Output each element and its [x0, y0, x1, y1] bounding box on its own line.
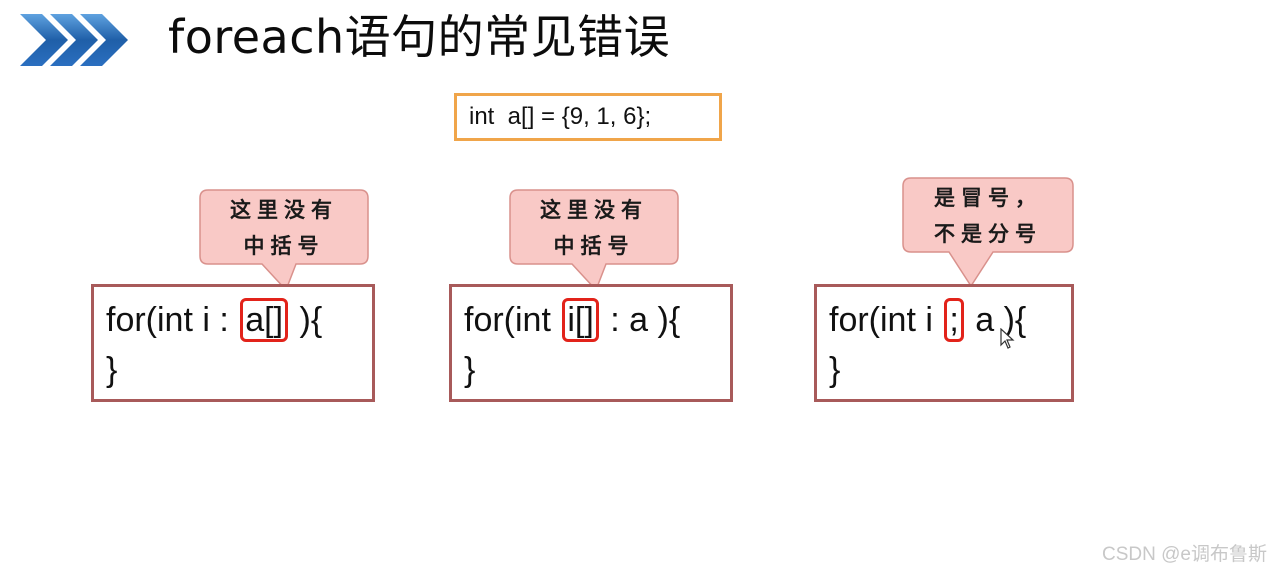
callout-line: 中括号 — [553, 233, 635, 258]
code-text: for(int i — [829, 301, 943, 339]
watermark: CSDN @e调布鲁斯 — [1102, 544, 1267, 565]
callout-bubble: 这里没有 中括号 — [199, 189, 369, 292]
code-line: for(int i[] : a ){ — [464, 295, 730, 345]
callout-line: 不是分号 — [934, 221, 1042, 246]
code-line: for(int i ; a ){ — [829, 295, 1071, 345]
callout-line: 这里没有 — [540, 197, 648, 222]
code-line: for(int i : a[] ){ — [106, 295, 372, 345]
code-line: } — [464, 351, 476, 389]
slide-title: foreach语句的常见错误 — [168, 10, 671, 64]
array-declaration: int a[] = {9, 1, 6}; — [454, 93, 722, 141]
code-line: } — [829, 351, 841, 389]
code-text: for(int i : — [106, 301, 239, 339]
mouse-pointer-icon — [1000, 327, 1016, 354]
code-text: ){ — [290, 301, 323, 339]
callout-line: 中括号 — [243, 233, 325, 258]
code-example: for(int i : a[] ){ } — [91, 284, 375, 402]
callout-bubble: 是冒号， 不是分号 — [902, 177, 1074, 288]
error-highlight: i[] — [562, 298, 599, 342]
code-text: a ){ — [965, 301, 1027, 339]
code-text: for(int — [464, 301, 561, 339]
callout-line: 是冒号， — [934, 185, 1042, 210]
code-example: for(int i ; a ){ } — [814, 284, 1074, 402]
callout-bubble: 这里没有 中括号 — [509, 189, 679, 292]
double-chevron-icon — [20, 14, 132, 70]
error-highlight: ; — [944, 298, 964, 342]
code-text: : a ){ — [600, 301, 681, 339]
error-highlight: a[] — [240, 298, 289, 342]
callout-line: 这里没有 — [230, 197, 338, 222]
code-line: } — [106, 351, 118, 389]
code-example: for(int i[] : a ){ } — [449, 284, 733, 402]
